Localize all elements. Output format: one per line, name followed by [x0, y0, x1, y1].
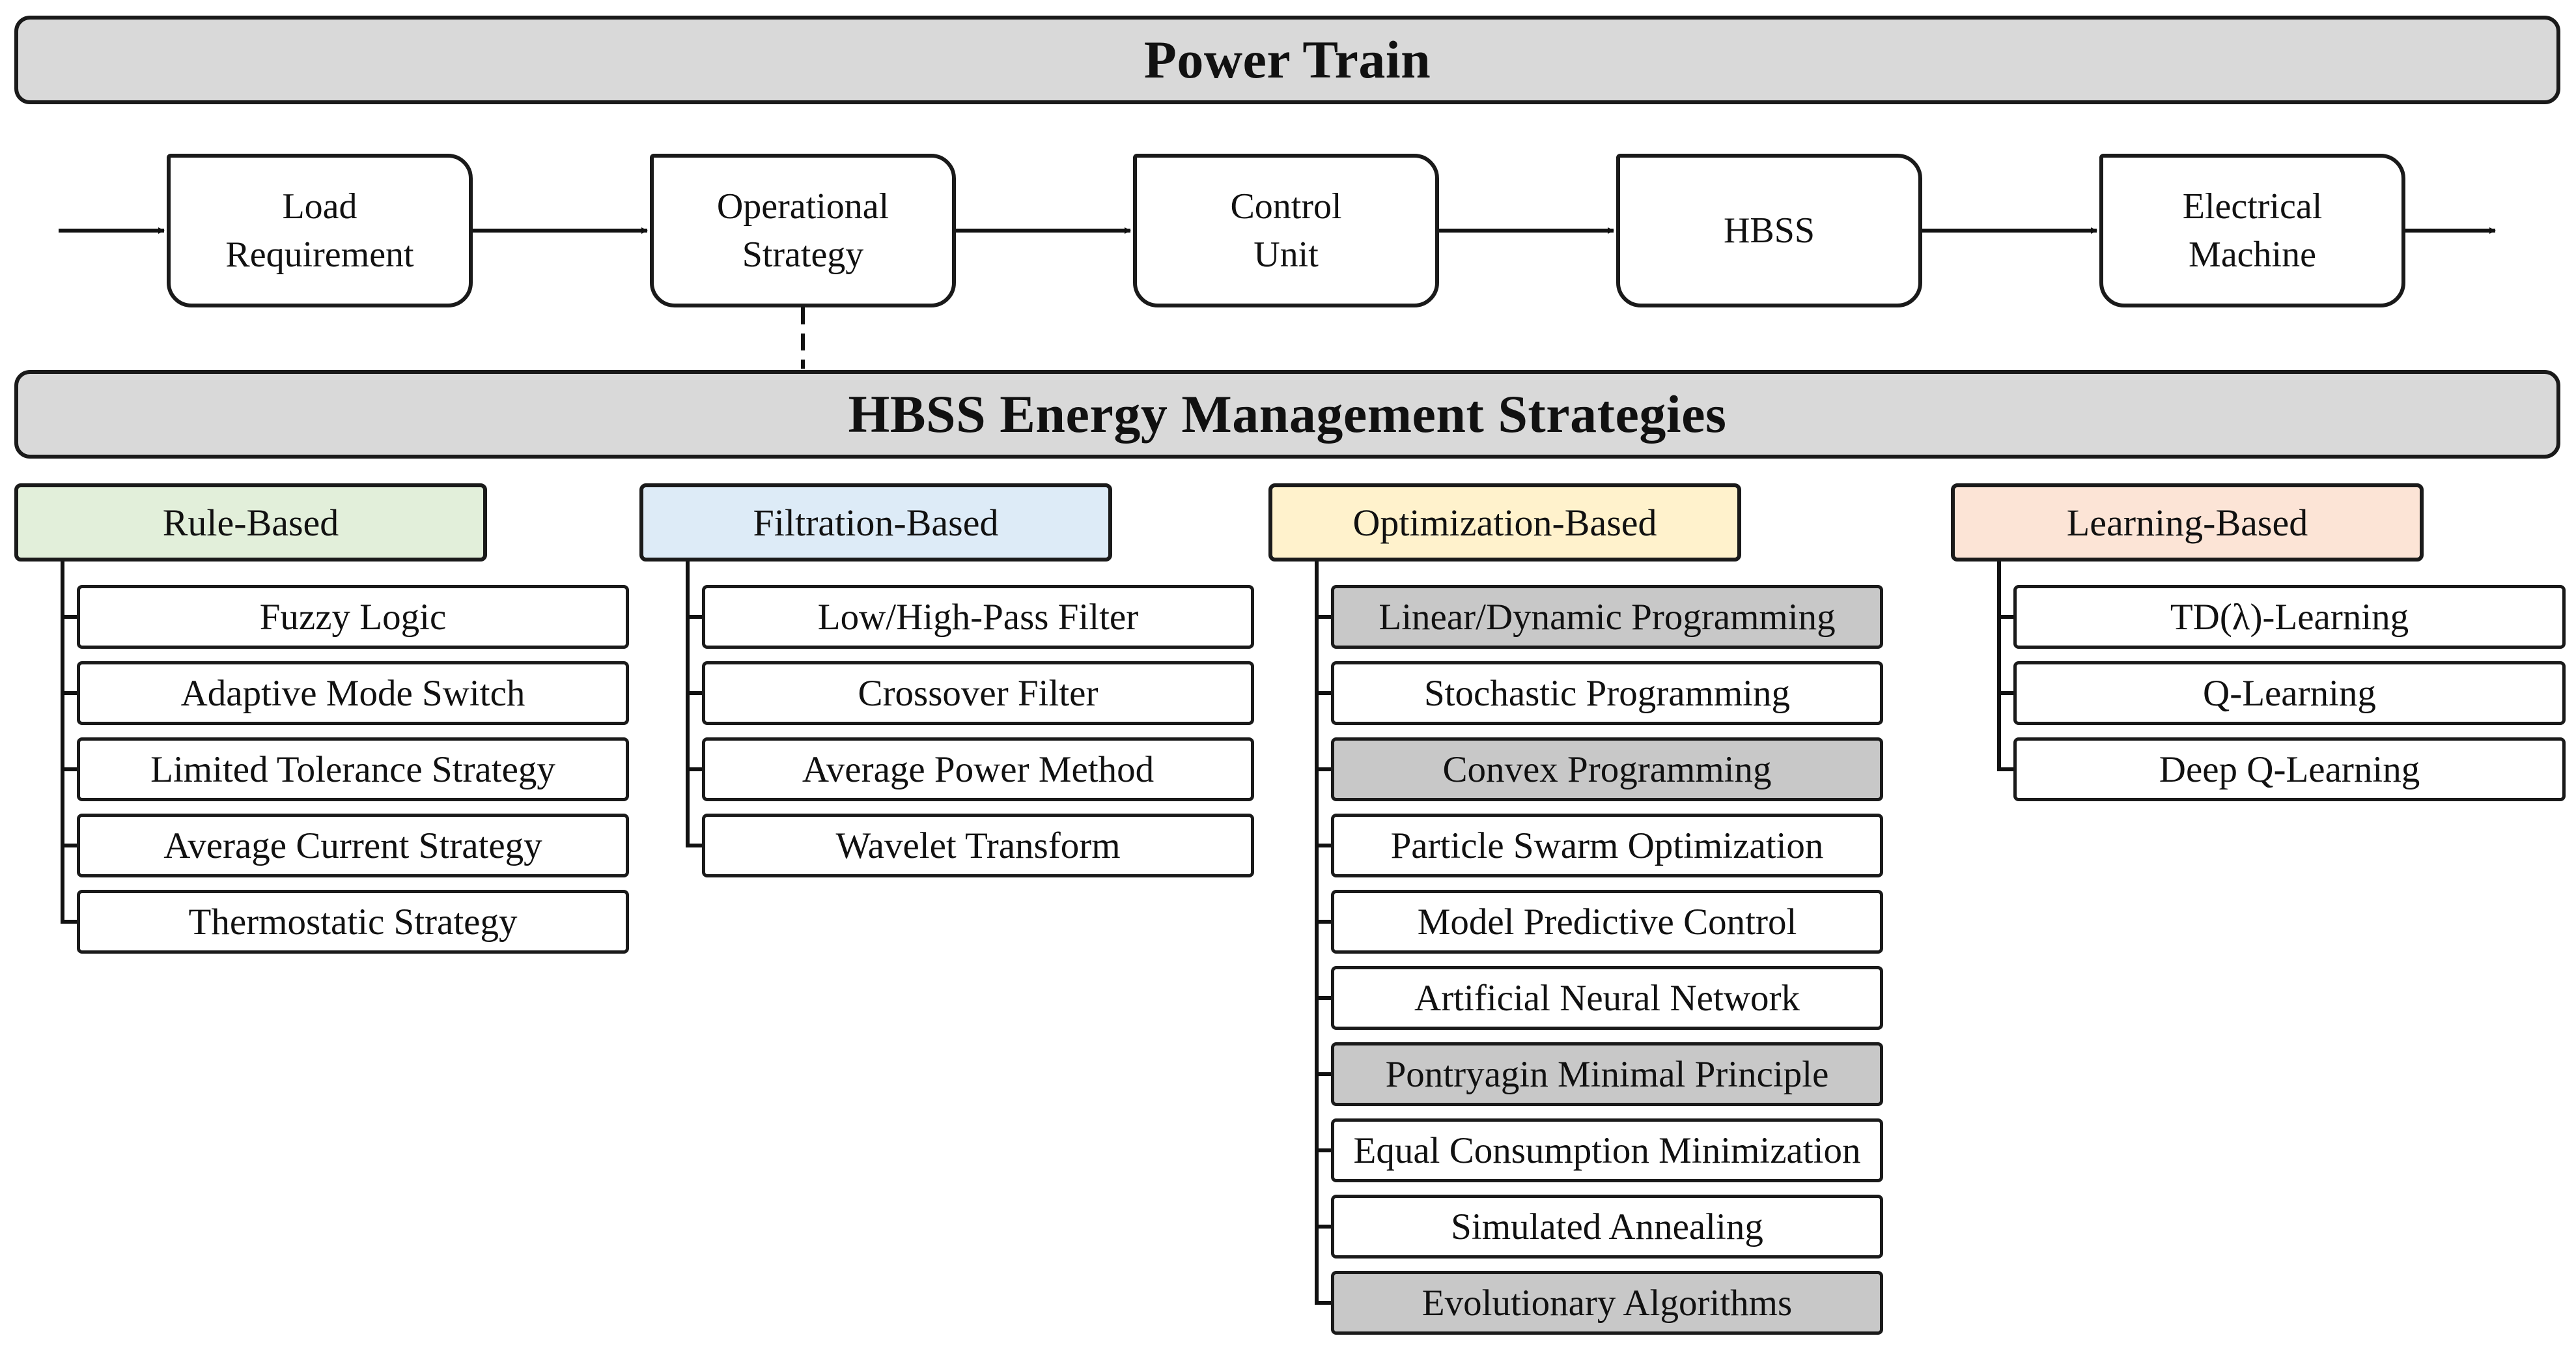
strategy-item-label: Evolutionary Algorithms [1421, 1282, 1793, 1324]
strategy-item: Particle Swarm Optimization [1331, 814, 1883, 877]
strategy-item-label: Average Power Method [802, 748, 1155, 790]
category-header: Learning-Based [1951, 483, 2424, 562]
strategy-item-label: Linear/Dynamic Programming [1379, 596, 1836, 638]
flow-box-text: Operational [716, 186, 889, 227]
strategy-item: TD(λ)-Learning [2013, 585, 2566, 649]
strategy-item: Stochastic Programming [1331, 661, 1883, 725]
power-train-banner: Power Train [14, 16, 2560, 104]
strategy-item: Pontryagin Minimal Principle [1331, 1042, 1883, 1106]
flow-box-text: Requirement [225, 235, 414, 275]
strategy-item: Fuzzy Logic [77, 585, 629, 649]
strategy-item-label: Limited Tolerance Strategy [150, 748, 555, 790]
strategy-item-label: TD(λ)-Learning [2170, 596, 2409, 638]
strategy-item-label: Simulated Annealing [1451, 1206, 1763, 1247]
strategy-item: Wavelet Transform [702, 814, 1254, 877]
category-label: Optimization-Based [1352, 501, 1657, 544]
strategy-item-label: Crossover Filter [858, 672, 1099, 714]
strategy-item: Deep Q-Learning [2013, 737, 2566, 801]
ems-title: HBSS Energy Management Strategies [848, 384, 1727, 444]
flow-box-label: HBSS [1724, 206, 1815, 255]
strategy-item: Convex Programming [1331, 737, 1883, 801]
category-label: Filtration-Based [753, 501, 999, 544]
strategy-item-label: Model Predictive Control [1417, 901, 1797, 943]
strategy-item-label: Artificial Neural Network [1414, 977, 1800, 1019]
strategy-item-label: Particle Swarm Optimization [1390, 825, 1824, 866]
strategy-item-label: Q-Learning [2203, 672, 2376, 714]
strategy-item-label: Average Current Strategy [163, 825, 542, 866]
category-header: Rule-Based [14, 483, 487, 562]
strategy-item: Average Current Strategy [77, 814, 629, 877]
strategy-item: Crossover Filter [702, 661, 1254, 725]
strategy-item: Simulated Annealing [1331, 1195, 1883, 1259]
flow-box-text: HBSS [1723, 210, 1815, 251]
strategy-item-label: Equal Consumption Minimization [1353, 1130, 1861, 1171]
strategy-item: Evolutionary Algorithms [1331, 1271, 1883, 1335]
ems-banner: HBSS Energy Management Strategies [14, 370, 2560, 459]
strategy-item: Model Predictive Control [1331, 890, 1883, 954]
strategy-item-label: Pontryagin Minimal Principle [1385, 1053, 1829, 1095]
strategy-item: Artificial Neural Network [1331, 966, 1883, 1030]
strategy-item: Equal Consumption Minimization [1331, 1118, 1883, 1182]
strategy-item-label: Deep Q-Learning [2159, 748, 2420, 790]
category-label: Rule-Based [162, 501, 339, 544]
strategy-item: Low/High-Pass Filter [702, 585, 1254, 649]
strategy-item: Adaptive Mode Switch [77, 661, 629, 725]
strategy-item: Q-Learning [2013, 661, 2566, 725]
strategy-item-label: Thermostatic Strategy [188, 901, 518, 943]
category-label: Learning-Based [2066, 501, 2308, 544]
flow-box-text: Control [1230, 186, 1342, 227]
strategy-item: Limited Tolerance Strategy [77, 737, 629, 801]
flow-box-text: Unit [1253, 235, 1319, 275]
flow-box-text: Electrical [2182, 186, 2323, 227]
strategy-item: Average Power Method [702, 737, 1254, 801]
strategy-item-label: Wavelet Transform [835, 825, 1121, 866]
strategy-item-label: Low/High-Pass Filter [817, 596, 1139, 638]
strategy-item: Linear/Dynamic Programming [1331, 585, 1883, 649]
flow-box-text: Load [282, 186, 357, 227]
power-train-title: Power Train [1143, 30, 1431, 89]
strategy-item: Thermostatic Strategy [77, 890, 629, 954]
tree-lines [61, 562, 2013, 1305]
strategy-item-label: Adaptive Mode Switch [180, 672, 525, 714]
category-header: Filtration-Based [639, 483, 1112, 562]
strategy-item-label: Convex Programming [1442, 748, 1772, 790]
strategy-item-label: Fuzzy Logic [259, 596, 447, 638]
strategy-item-label: Stochastic Programming [1423, 672, 1790, 714]
flow-box: HBSS [1616, 154, 1922, 307]
flow-box-text: Machine [2189, 235, 2316, 275]
category-header: Optimization-Based [1268, 483, 1741, 562]
flow-box-text: Strategy [742, 235, 864, 275]
